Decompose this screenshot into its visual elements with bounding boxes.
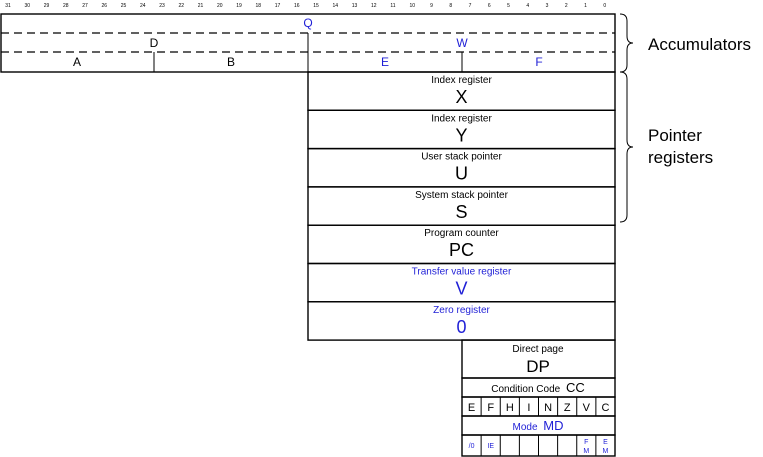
group-braces: Accumulators Pointer registers bbox=[619, 13, 751, 223]
pointer-group-label-line2: registers bbox=[648, 148, 713, 167]
register-name: U bbox=[455, 164, 468, 184]
direct-page-name: DP bbox=[526, 357, 550, 376]
accumulators-brace bbox=[619, 13, 634, 73]
bit-number: 22 bbox=[178, 3, 184, 9]
register-caption: Transfer value register bbox=[412, 267, 512, 278]
pointer-group-label-line1: Pointer bbox=[648, 126, 702, 145]
md-bit-bottom: M bbox=[603, 448, 609, 455]
register-b-label: B bbox=[227, 55, 235, 69]
bit-number: 29 bbox=[44, 3, 50, 9]
cc-bit-v: V bbox=[583, 402, 591, 414]
accumulator-block: Q D W A B E F bbox=[0, 13, 616, 73]
bit-number: 20 bbox=[217, 3, 223, 9]
md-bit-top: E bbox=[603, 439, 608, 446]
md-bit: IE bbox=[487, 443, 494, 450]
condition-code-name: CC bbox=[566, 380, 585, 395]
bit-number: 12 bbox=[371, 3, 377, 9]
md-bit: /0 bbox=[469, 443, 475, 450]
cc-bit-e: E bbox=[468, 402, 475, 414]
register-name: V bbox=[455, 279, 467, 299]
cc-bit-z: Z bbox=[564, 402, 571, 414]
bit-number: 5 bbox=[507, 3, 510, 9]
register-caption: User stack pointer bbox=[421, 152, 502, 163]
bit-number: 21 bbox=[198, 3, 204, 9]
register-caption: Program counter bbox=[424, 228, 499, 239]
direct-page-register: Direct page DP bbox=[461, 339, 616, 379]
bit-number: 17 bbox=[275, 3, 281, 9]
bit-number: 3 bbox=[546, 3, 549, 9]
register-name: 0 bbox=[456, 317, 466, 337]
cc-bit-h: H bbox=[506, 402, 514, 414]
pointer-registers-brace bbox=[619, 71, 634, 223]
direct-page-caption: Direct page bbox=[512, 344, 564, 355]
bit-number: 8 bbox=[449, 3, 452, 9]
cc-bit-i: I bbox=[527, 402, 530, 414]
bit-number: 19 bbox=[236, 3, 242, 9]
condition-code-title: Condition Code CC bbox=[491, 380, 585, 395]
bit-number: 6 bbox=[488, 3, 491, 9]
cc-bit-n: N bbox=[544, 402, 552, 414]
bit-number: 23 bbox=[159, 3, 165, 9]
cc-bit-f: F bbox=[487, 402, 494, 414]
bit-number: 1 bbox=[584, 3, 587, 9]
register-f-label: F bbox=[535, 55, 542, 69]
register-caption: Zero register bbox=[433, 305, 490, 316]
bit-number: 30 bbox=[24, 3, 30, 9]
bit-number: 14 bbox=[332, 3, 338, 9]
bit-number: 10 bbox=[409, 3, 415, 9]
bit-number: 26 bbox=[101, 3, 107, 9]
register-d-label: D bbox=[150, 36, 159, 50]
register-name: PC bbox=[449, 240, 474, 260]
accumulators-group-label: Accumulators bbox=[648, 35, 751, 54]
register-name: S bbox=[455, 202, 467, 222]
md-bit-bottom: M bbox=[583, 448, 589, 455]
bit-number: 28 bbox=[63, 3, 69, 9]
bit-number: 15 bbox=[313, 3, 319, 9]
bit-number: 0 bbox=[603, 3, 606, 9]
bit-number: 31 bbox=[5, 3, 11, 9]
bit-number: 24 bbox=[140, 3, 146, 9]
register-q-label: Q bbox=[303, 16, 312, 30]
register-a-label: A bbox=[73, 55, 81, 69]
mode-name: MD bbox=[543, 418, 563, 433]
bit-number: 18 bbox=[255, 3, 261, 9]
bit-number: 27 bbox=[82, 3, 88, 9]
bit-number: 13 bbox=[352, 3, 358, 9]
bit-number: 4 bbox=[526, 3, 529, 9]
mode-caption: Mode bbox=[512, 422, 537, 433]
register-name: X bbox=[455, 87, 467, 107]
md-bit-top: F bbox=[584, 439, 588, 446]
register-w-label: W bbox=[456, 36, 468, 50]
bit-number: 16 bbox=[294, 3, 300, 9]
condition-code-caption: Condition Code bbox=[491, 384, 560, 395]
mode-title: Mode MD bbox=[512, 418, 563, 433]
bit-number: 9 bbox=[430, 3, 433, 9]
register-caption: Index register bbox=[431, 75, 492, 86]
register-caption: System stack pointer bbox=[415, 190, 508, 201]
bit-number: 2 bbox=[565, 3, 568, 9]
bit-number: 11 bbox=[390, 3, 395, 9]
cc-bit-c: C bbox=[601, 402, 609, 414]
register-name: Y bbox=[455, 125, 467, 145]
bit-number: 7 bbox=[469, 3, 472, 9]
register-caption: Index register bbox=[431, 113, 492, 124]
register-e-label: E bbox=[381, 55, 389, 69]
bit-number: 25 bbox=[121, 3, 127, 9]
